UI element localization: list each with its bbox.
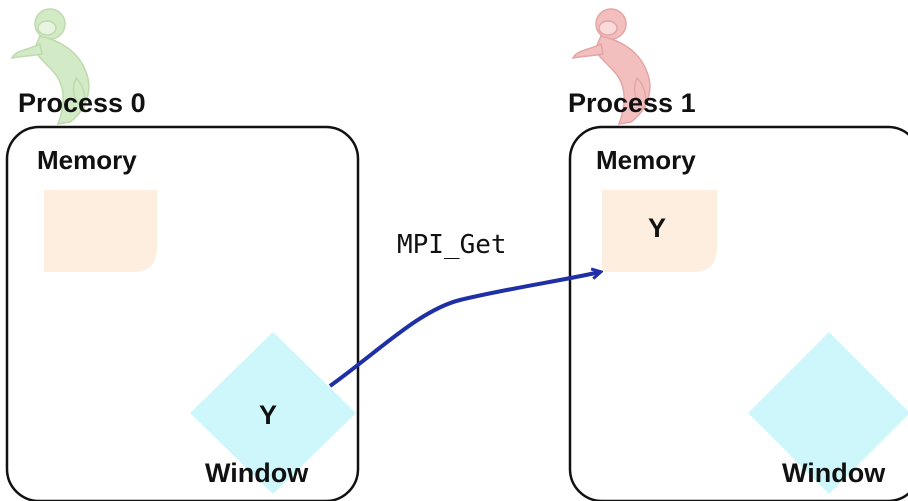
process-0-window-data-label: Y — [259, 400, 278, 430]
process-1-monkey-icon — [571, 8, 651, 125]
process-1-title: Process 1 — [568, 88, 696, 118]
process-1-box — [568, 125, 908, 501]
process-0-box — [5, 125, 360, 501]
process-0-memory-label: Memory — [37, 145, 137, 175]
mpi-get-label: MPI_Get — [397, 230, 507, 260]
process-0-window-label: Window — [205, 458, 309, 488]
mpi-get-arrow — [328, 272, 600, 388]
process-0-window-shape — [190, 332, 356, 494]
process-0-monkey-icon — [10, 8, 90, 125]
process-1-memory-block — [602, 190, 717, 272]
process-0-title: Process 0 — [18, 88, 146, 118]
process-1-memory-block-label: Y — [648, 213, 667, 243]
process-0-memory-block — [44, 190, 157, 272]
process-1-window-label: Window — [782, 458, 886, 488]
process-1-memory-label: Memory — [596, 145, 696, 175]
process-1-window-shape — [748, 332, 908, 494]
